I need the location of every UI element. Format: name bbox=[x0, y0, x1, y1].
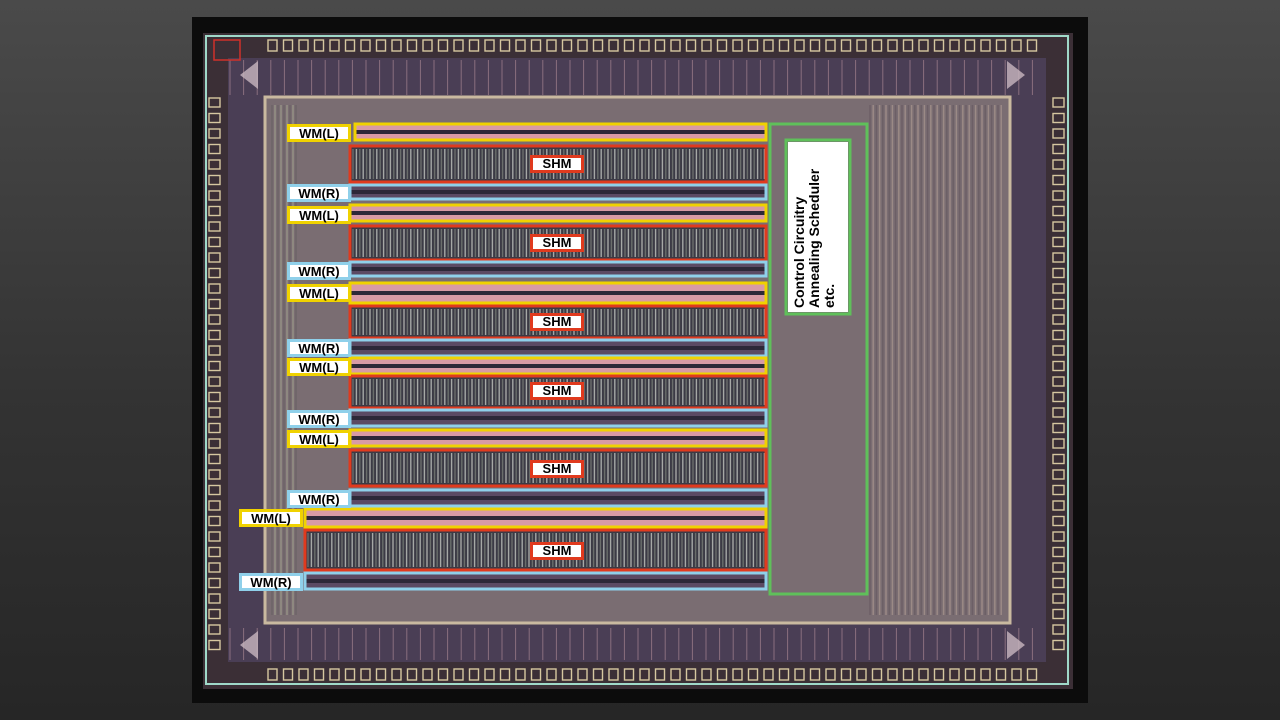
wm-right-label: WM(R) bbox=[287, 339, 351, 357]
shm-block-border bbox=[348, 224, 768, 262]
wm-right-label: WM(R) bbox=[239, 573, 303, 591]
wm-left-label: WM(L) bbox=[239, 509, 303, 527]
wm-left-label: WM(L) bbox=[287, 430, 351, 448]
die-seal-ring bbox=[205, 35, 1069, 685]
corner-arrow-icon bbox=[1007, 631, 1025, 659]
corner-arrow-icon bbox=[1007, 61, 1025, 89]
corner-arrow-icon bbox=[240, 631, 258, 659]
shm-label: SHM bbox=[530, 155, 584, 173]
wm-right-label: WM(R) bbox=[287, 490, 351, 508]
shm-label: SHM bbox=[530, 382, 584, 400]
control-circuitry-label-box: Control Circuitry Annealing Scheduler et… bbox=[788, 142, 848, 312]
wm-left-label: WM(L) bbox=[287, 124, 351, 142]
corner-arrow-icon bbox=[240, 61, 258, 89]
shm-block-border bbox=[348, 448, 768, 488]
shm-label: SHM bbox=[530, 313, 584, 331]
wm-left-label: WM(L) bbox=[287, 206, 351, 224]
shm-block-border bbox=[348, 304, 768, 340]
shm-label: SHM bbox=[530, 542, 584, 560]
wm-left-label: WM(L) bbox=[287, 358, 351, 376]
shm-block-border bbox=[303, 528, 768, 572]
shm-block-border bbox=[348, 144, 768, 184]
control-label-border bbox=[784, 138, 852, 316]
control-circuitry-label: Control Circuitry Annealing Scheduler et… bbox=[791, 168, 837, 308]
wm-right-label: WM(R) bbox=[287, 184, 351, 202]
wm-left-border bbox=[303, 507, 768, 529]
wm-right-border bbox=[303, 571, 768, 591]
wm-left-border bbox=[353, 122, 768, 142]
wm-right-label: WM(R) bbox=[287, 410, 351, 428]
shm-label: SHM bbox=[530, 234, 584, 252]
shm-label: SHM bbox=[530, 460, 584, 478]
corner-marker-icon bbox=[213, 39, 241, 61]
shm-block-border bbox=[348, 374, 768, 410]
wm-right-label: WM(R) bbox=[287, 262, 351, 280]
control-region-border bbox=[768, 122, 869, 596]
wm-left-label: WM(L) bbox=[287, 284, 351, 302]
